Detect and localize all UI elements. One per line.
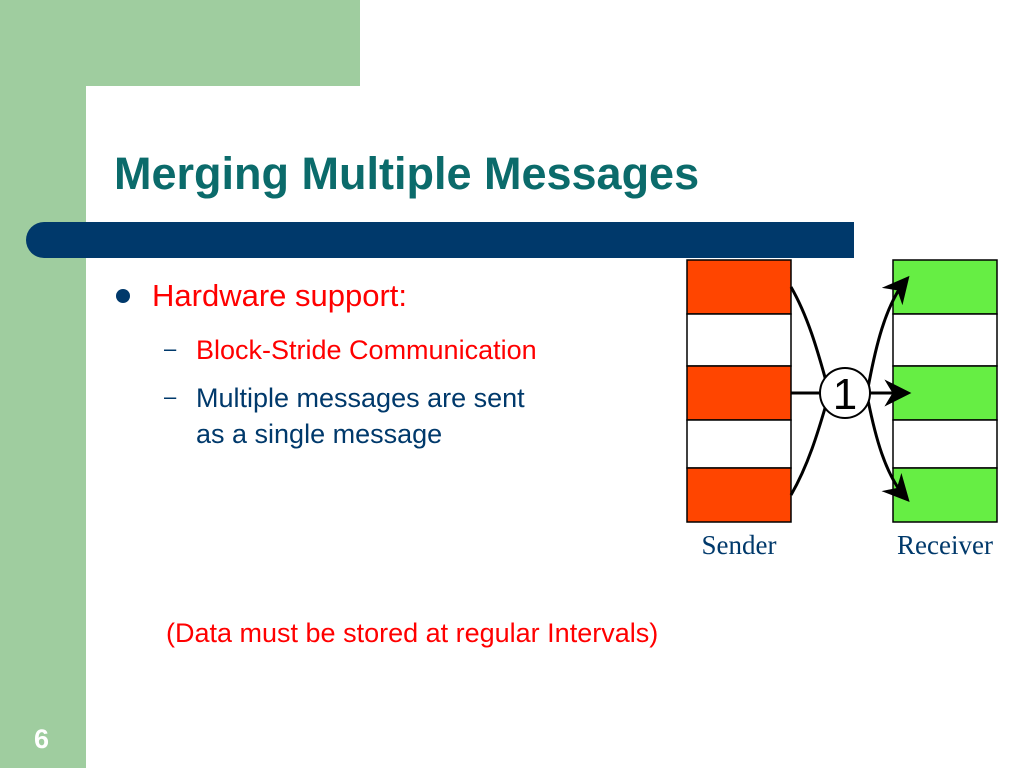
- regular-intervals-note: (Data must be stored at regular Interval…: [166, 618, 659, 648]
- sender-bottom-curve: [789, 397, 830, 496]
- bullet-text: Hardware support:: [152, 278, 408, 313]
- rounded-corner: [86, 86, 206, 206]
- sub-bullet-text: Block-Stride Communication: [196, 335, 537, 365]
- sender-top-curve: [789, 286, 830, 389]
- merge-circle: [819, 367, 871, 419]
- sender-gap: [686, 313, 792, 367]
- block-stride-diagram: 1 Sender Receiver: [686, 259, 998, 560]
- dash-icon: –: [164, 336, 177, 361]
- title-underline-bar: [26, 222, 854, 258]
- sender-column: [686, 259, 792, 523]
- sender-block: [686, 259, 792, 315]
- sender-gap: [686, 419, 792, 469]
- sub-bullet-block-stride: – Block-Stride Communication: [164, 332, 537, 368]
- receiver-column: [892, 259, 998, 523]
- receiver-top-arrow: [866, 275, 910, 389]
- sender-block: [686, 365, 792, 421]
- receiver-bottom-arrow: [866, 399, 910, 502]
- receiver-block: [892, 467, 998, 523]
- sender-block: [686, 467, 792, 523]
- bullet-dot-icon: [116, 289, 130, 303]
- sub-bullet-text: Multiple messages are sent as a single m…: [196, 383, 525, 449]
- sender-label: Sender: [702, 530, 777, 560]
- left-accent-band: [0, 0, 86, 768]
- receiver-label: Receiver: [897, 530, 993, 560]
- receiver-gap: [892, 419, 998, 469]
- receiver-gap: [892, 313, 998, 367]
- receiver-block: [892, 365, 998, 421]
- page-number: 6: [34, 724, 50, 754]
- slide-title: Merging Multiple Messages: [114, 148, 700, 199]
- top-accent-band: [0, 0, 360, 86]
- bullet-hardware-support: Hardware support:: [116, 278, 407, 314]
- dash-icon: –: [164, 384, 177, 409]
- message-count-label: 1: [833, 370, 857, 419]
- sub-bullet-single-message: – Multiple messages are sent as a single…: [164, 380, 525, 452]
- receiver-block: [892, 259, 998, 315]
